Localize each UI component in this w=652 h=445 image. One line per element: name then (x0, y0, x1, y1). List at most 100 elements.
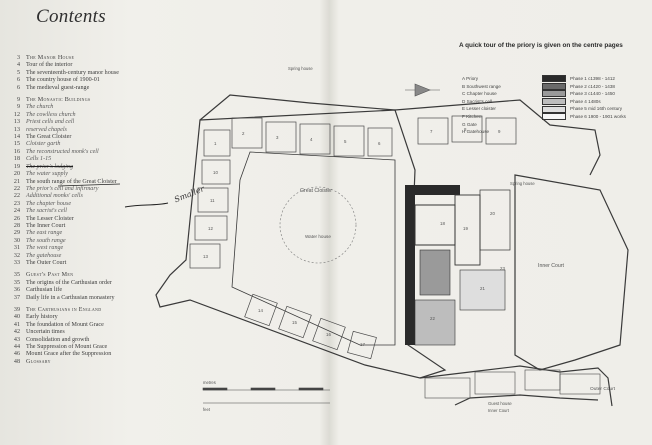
toc-page-number: 37 (13, 294, 20, 301)
toc-entry-title: The seventeenth-century manor house (26, 69, 119, 76)
cell-number-label: 1 (214, 141, 217, 146)
toc-page-number: 29 (13, 230, 20, 237)
gatehouse-wall (454, 394, 599, 406)
inner-court-boundary (514, 174, 629, 371)
toc-entry-title: The church (26, 104, 54, 111)
inner-court-label: Inner Court (538, 263, 565, 269)
toc-page-number: 40 (13, 314, 20, 321)
toc-page-number: 16 (13, 148, 20, 155)
toc-page-number: 44 (13, 344, 20, 351)
toc-page-number: 6 (16, 77, 20, 84)
toc-page-number: 13 (13, 119, 20, 126)
phase-swatch (542, 90, 566, 98)
legend-phase: Phase 1 c1398 - 1412 (542, 75, 626, 83)
toc-entry: 24 The sacrist's cell (4, 208, 214, 215)
legend-key: C Chapter house (462, 91, 497, 97)
toc-entry-title: Carthusian life (26, 287, 63, 294)
cell-number-label: 13 (203, 254, 208, 259)
cell-number-label: 23 (500, 266, 505, 271)
toc-page-number: 28 (13, 222, 20, 229)
toc-entry-title: The Great Cloister (26, 134, 72, 141)
cell-number-label: 3 (276, 135, 279, 140)
toc-entry-title: The east range (26, 230, 63, 237)
toc-entry-title: Early history (26, 314, 58, 321)
toc-entry-title: The origins of the Carthusian order (26, 279, 112, 286)
outer-range (419, 365, 613, 407)
cell-number-label: 19 (463, 226, 468, 231)
toc-page-number: 43 (13, 336, 20, 343)
legend-phase: Phase 6 1900 - 1901 works (542, 113, 626, 121)
toc-entry-title: The Monastic Buildings (26, 97, 91, 104)
toc-page-number: 24 (13, 208, 20, 215)
pen-marks (57, 183, 169, 208)
toc-page-number: 12 (13, 111, 20, 118)
toc-page-number: 22 (13, 193, 20, 200)
toc-entry-title: The prior's lodging (26, 163, 74, 170)
cell-number-label: 2 (242, 131, 245, 136)
toc-entry-title: The water supply (26, 171, 68, 178)
toc-entry-title: The chapter house (26, 200, 72, 207)
toc-entry-title: The reconstructed monk's cell (26, 148, 99, 155)
toc-entry-title: Consolidation and growth (26, 336, 90, 343)
legend-phase: Phase 3 c1440 - 1450 (542, 90, 626, 98)
church-complex (405, 185, 511, 346)
north-cells (231, 115, 517, 157)
toc-entry-title: The cowlless church (26, 111, 76, 118)
cell-number-label: 8 (464, 127, 467, 132)
toc-page-number: 26 (13, 215, 20, 222)
toc-entry-title: Cloister garth (26, 141, 61, 148)
toc-page-number: 21 (13, 178, 20, 185)
phase-swatch (542, 75, 566, 83)
outer-court-label: Outer Court (590, 386, 616, 392)
toc-page-number: 46 (13, 351, 20, 358)
toc-entry-title: The sacrist's cell (26, 208, 67, 215)
toc-entry: 13 Priest cells and cell (4, 119, 214, 126)
cell-number-label: 22 (430, 316, 435, 321)
toc-entry-title: Guest's Past Men (26, 272, 74, 279)
toc-entry-title: Mount Grace after the Suppression (26, 351, 112, 358)
toc-entry-title: The prior's cell and infirmary (26, 185, 99, 192)
scale-feet-label: feet (203, 407, 211, 412)
phase-label: Phase 2 c1420 - 1438 (570, 83, 615, 89)
contents-heading: Contents (36, 6, 106, 27)
phase-label: Phase 6 1900 - 1901 works (570, 113, 626, 119)
cell-number-label: 14 (258, 308, 263, 313)
toc-page-number: 3 (16, 55, 20, 61)
toc-entry: 43 Consolidation and growth (4, 337, 214, 344)
toc-entry-title: The Carthusians in England (26, 307, 102, 313)
toc-entry-title: Tour of the interior (26, 62, 73, 69)
outer-court-buildings (424, 369, 601, 399)
toc-entry-title: Priest cells and cell (26, 119, 75, 126)
legend-phase: Phase 2 c1420 - 1438 (542, 82, 626, 91)
toc-entry: 40 Early history (4, 314, 214, 321)
toc-entry: 29 The east range (4, 230, 214, 237)
legend-key: E Lesser cloister (462, 106, 496, 112)
cloister-garth (231, 151, 396, 346)
toc-page-number: 14 (13, 134, 20, 141)
toc-page-number: 32 (13, 252, 20, 259)
toc-entry-title: The south range of the Great Cloister (26, 178, 117, 185)
